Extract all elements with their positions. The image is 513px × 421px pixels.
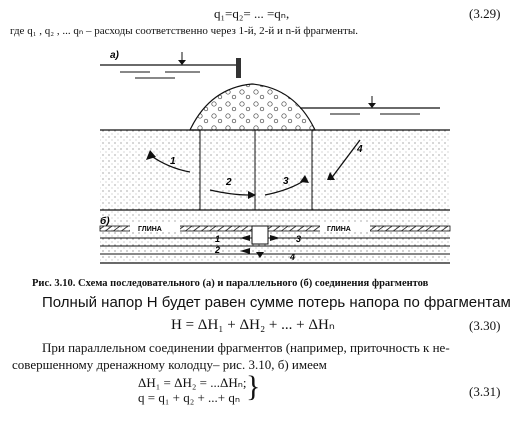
clay-label-left: ГЛИНА [138, 226, 162, 233]
equation-system-3-31: ΔH₁ = ΔH₂ = ...ΔHₙ; q = q₁ + q₂ + ...+ q… [138, 375, 247, 405]
aquifer-layer [100, 231, 450, 263]
dam-body [189, 83, 316, 131]
fragment-boundaries [100, 129, 450, 211]
where-text: где q₁ , q₂ , ... qₙ – расходы соответст… [10, 25, 358, 37]
clay-label-right: ГЛИНА [327, 226, 351, 233]
equation-3-29: q₁=q₂= ... =qₙ, [214, 6, 290, 21]
panel-a-label: а) [110, 50, 120, 61]
fragment-b-label-1: 1 [215, 234, 220, 244]
fragment-label-1: 1 [170, 156, 176, 167]
system-line-1: ΔH₁ = ΔH₂ = ...ΔHₙ; [138, 375, 247, 390]
system-line-2: q = q₁ + q₂ + ...+ qₙ [138, 390, 241, 405]
system-brace: } [246, 370, 261, 403]
paragraph-2-line-2: совершенному дренажному колодцу– рис. 3.… [12, 357, 327, 372]
fragment-b-label-2: 2 [214, 245, 220, 255]
fragment-b-label-3: 3 [296, 234, 301, 244]
drainage-well [251, 225, 269, 245]
figure-caption: Рис. 3.10. Схема последовательного (а) и… [32, 278, 429, 289]
paragraph-2-line-1: При параллельном соединении фрагментов (… [42, 340, 450, 355]
equation-number-3-30: (3.30) [469, 318, 501, 333]
equation-number-3-31: (3.31) [469, 384, 501, 399]
fragment-label-3: 3 [283, 176, 289, 187]
fragment-b-label-4: 4 [289, 252, 295, 262]
equation-3-30: H = ΔH₁ + ΔH₂ + ... + ΔHₙ [171, 317, 335, 333]
fragment-label-4: 4 [356, 144, 363, 155]
downstream-water [300, 96, 440, 115]
upstream-water [100, 52, 241, 79]
figure-3-10: а) 1 [99, 50, 451, 264]
fragment-label-2: 2 [225, 177, 232, 188]
panel-b-label: б) [100, 215, 110, 227]
paragraph-1: Полный напор H будет равен сумме потерь … [42, 294, 511, 311]
equation-number-3-29: (3.29) [469, 6, 501, 21]
